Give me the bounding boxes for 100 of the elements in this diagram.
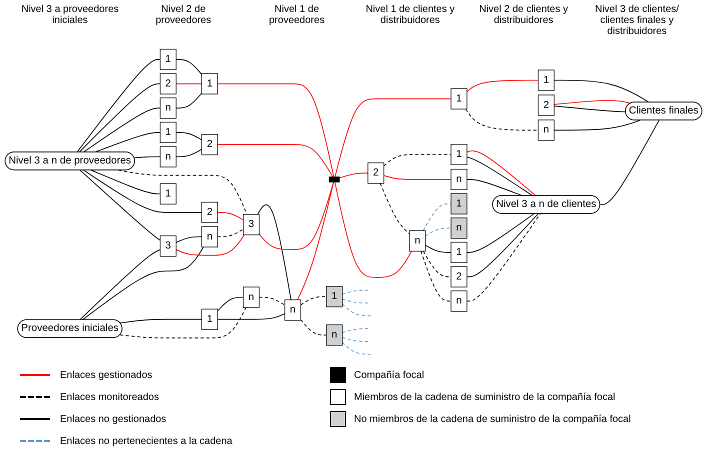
connector-line bbox=[334, 182, 412, 278]
connector-line bbox=[420, 250, 452, 302]
member-box: n bbox=[242, 286, 260, 308]
column-heading: Nivel 1 de proveedores bbox=[268, 4, 326, 28]
member-box: 1 bbox=[450, 242, 468, 263]
legend-text: Compañía focal bbox=[354, 370, 424, 380]
connector-line bbox=[134, 156, 161, 158]
connector-line bbox=[554, 80, 650, 103]
member-box: n bbox=[450, 168, 468, 190]
connector-line bbox=[94, 132, 161, 153]
connector-line bbox=[342, 304, 372, 316]
connector-line bbox=[83, 170, 202, 213]
connector-line bbox=[465, 108, 539, 131]
member-box: 1 bbox=[160, 183, 176, 204]
member-box: n bbox=[326, 324, 343, 346]
connector-line bbox=[339, 172, 368, 178]
member-box: 1 bbox=[201, 308, 218, 330]
connector-line bbox=[176, 83, 202, 84]
connector-line bbox=[342, 337, 372, 342]
connector-line bbox=[466, 213, 534, 253]
connector-line bbox=[257, 204, 292, 300]
column-heading: Nivel 3 de clientes/ clientes finales y distribuidores bbox=[594, 4, 680, 39]
member-box: 2 bbox=[538, 94, 554, 116]
connector-line bbox=[217, 296, 244, 312]
connector-line bbox=[466, 156, 534, 196]
connector-line bbox=[78, 83, 161, 153]
member-box: n bbox=[409, 230, 426, 252]
legend-text: Enlaces gestionados bbox=[60, 370, 152, 380]
column-heading: Nivel 3 a proveedores iniciales bbox=[20, 4, 120, 28]
legend-text: Enlaces monitoreados bbox=[60, 392, 159, 402]
connector-line bbox=[300, 296, 327, 306]
connector-line bbox=[217, 144, 334, 178]
legend-text: Enlaces no gestionados bbox=[60, 414, 166, 424]
connector-line bbox=[422, 250, 452, 278]
connector-line bbox=[342, 328, 372, 333]
legend-text: No miembros de la cadena de suministro de la compañía focal bbox=[354, 414, 631, 424]
connector-line bbox=[176, 236, 202, 243]
connector-line bbox=[79, 249, 161, 320]
connector-line bbox=[120, 307, 246, 338]
member-box: 3 bbox=[160, 235, 176, 257]
member-box: 1 bbox=[201, 73, 218, 94]
member-box: 2 bbox=[201, 202, 218, 223]
connector-line bbox=[466, 150, 536, 196]
connector-line bbox=[176, 148, 202, 158]
connector-line bbox=[217, 313, 286, 320]
group-ellipse: Nivel 3 a n de clientes bbox=[492, 195, 600, 214]
member-box: 1 bbox=[160, 122, 176, 143]
member-box: n bbox=[450, 290, 468, 312]
connector-line bbox=[554, 120, 641, 131]
member-box: 2 bbox=[201, 134, 218, 156]
connector-line bbox=[334, 98, 452, 178]
connector-line bbox=[342, 290, 372, 295]
connector-line bbox=[342, 298, 372, 304]
connector-line bbox=[217, 228, 244, 238]
connector-line bbox=[176, 234, 245, 256]
member-box: 3 bbox=[242, 214, 260, 236]
member-box: 1 bbox=[450, 193, 468, 214]
connector-line bbox=[466, 179, 524, 196]
connector-line bbox=[466, 213, 539, 278]
connector-line bbox=[380, 182, 410, 234]
member-box: 1 bbox=[538, 70, 554, 91]
connector-line bbox=[176, 59, 202, 75]
connector-line bbox=[297, 182, 334, 300]
group-ellipse: Proveedores iniciales bbox=[17, 319, 122, 338]
group-ellipse: Clientes finales bbox=[625, 102, 702, 120]
member-box: 2 bbox=[160, 73, 176, 94]
member-box: 1 bbox=[450, 88, 468, 110]
connector-line bbox=[76, 59, 161, 153]
connector-line bbox=[90, 170, 161, 194]
column-heading: Nivel 2 de clientes y distribuidores bbox=[478, 4, 570, 28]
legend-text: Miembros de la cadena de suministro de la compañía focal bbox=[354, 392, 616, 402]
connector-line bbox=[422, 203, 452, 232]
focal-company-box bbox=[328, 176, 340, 182]
connector-line bbox=[120, 318, 202, 324]
group-ellipse: Nivel 3 a n de proveedores bbox=[4, 152, 135, 170]
member-box: n bbox=[160, 98, 176, 119]
connector-line bbox=[176, 92, 202, 109]
connector-line bbox=[383, 154, 452, 166]
connector-line bbox=[300, 319, 327, 336]
connector-line bbox=[424, 244, 452, 253]
connector-line bbox=[80, 170, 161, 241]
member-box: 1 bbox=[450, 144, 468, 166]
connector-line bbox=[466, 80, 539, 92]
connector-line bbox=[554, 100, 631, 105]
connector-line bbox=[383, 175, 452, 180]
connector-line bbox=[82, 108, 161, 153]
member-box: 2 bbox=[450, 266, 468, 288]
column-heading: Nivel 2 de proveedores bbox=[154, 4, 212, 28]
connector-line bbox=[258, 182, 334, 250]
member-box: 1 bbox=[326, 286, 343, 308]
member-box: 2 bbox=[368, 162, 384, 184]
legend-text: Enlaces no pertenecientes a la cadena bbox=[60, 436, 232, 446]
connector-line bbox=[424, 228, 452, 236]
connector-line bbox=[217, 83, 334, 178]
member-box: n bbox=[450, 218, 468, 239]
member-box: n bbox=[201, 226, 218, 248]
connector-line bbox=[466, 213, 541, 302]
member-box: 1 bbox=[160, 48, 176, 70]
column-heading: Nivel 1 de clientes y distribuidores bbox=[364, 4, 456, 28]
connector-line bbox=[600, 120, 660, 206]
